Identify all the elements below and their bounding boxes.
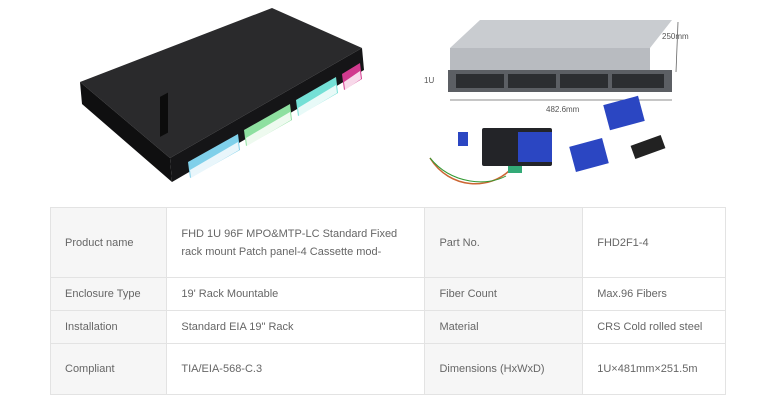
- table-row: Installation Standard EIA 19" Rack Mater…: [49, 310, 726, 344]
- lc-connector: [458, 132, 468, 146]
- blank-plate: [630, 134, 666, 160]
- panel-side-face: [80, 82, 172, 182]
- spec-value: 1U×481mm×251.5m: [582, 343, 726, 395]
- spec-value: FHD 1U 96F MPO&MTP-LC Standard Fixed rac…: [166, 207, 426, 278]
- spec-label: Product name: [49, 207, 168, 278]
- spec-table: Product name FHD 1U 96F MPO&MTP-LC Stand…: [49, 207, 726, 395]
- spec-label: Material: [424, 310, 584, 344]
- adapter-group-aqua: [296, 77, 338, 116]
- width-dimension: 482.6mm: [546, 105, 580, 114]
- spec-label: Fiber Count: [424, 277, 584, 311]
- table-row: Product name FHD 1U 96F MPO&MTP-LC Stand…: [49, 207, 726, 278]
- spec-label: Installation: [49, 310, 168, 344]
- adapter-strip-1: [603, 95, 645, 131]
- spec-value: Max.96 Fibers: [582, 277, 726, 311]
- product-photo-front: [60, 0, 390, 200]
- spec-value: TIA/EIA-568-C.3: [166, 343, 426, 395]
- spec-value: 19' Rack Mountable: [166, 277, 426, 311]
- spec-label: Compliant: [49, 343, 168, 395]
- slot-2: [508, 74, 556, 88]
- spec-label: Dimensions (HxWxD): [424, 343, 584, 395]
- adapter-group-blue: [188, 134, 240, 178]
- cassette-adapters: [518, 132, 552, 162]
- spec-value: CRS Cold rolled steel: [582, 310, 726, 344]
- fiber-fanout: [429, 157, 511, 185]
- adapter-group-magenta: [342, 63, 362, 90]
- depth-dimension: 250mm: [662, 32, 689, 41]
- spec-value: FHD2F1-4: [582, 207, 726, 278]
- panel-top-surface: [80, 8, 362, 158]
- slot-3: [560, 74, 608, 88]
- spec-label: Part No.: [424, 207, 584, 278]
- table-row: Enclosure Type 19' Rack Mountable Fiber …: [49, 277, 726, 311]
- enclosure-top: [450, 20, 672, 48]
- table-row: Compliant TIA/EIA-568-C.3 Dimensions (Hx…: [49, 343, 726, 395]
- slot-1: [456, 74, 504, 88]
- mount-ear-left: [160, 92, 168, 137]
- height-dimension: 1U: [424, 76, 435, 85]
- slot-4: [612, 74, 664, 88]
- spec-label: Enclosure Type: [49, 277, 168, 311]
- product-photo-components: 250mm 1U 482.6mm: [410, 0, 710, 200]
- adapter-strip-2: [569, 138, 609, 172]
- adapter-group-green: [244, 104, 292, 146]
- spec-value: Standard EIA 19" Rack: [166, 310, 426, 344]
- mpo-connector: [508, 166, 522, 173]
